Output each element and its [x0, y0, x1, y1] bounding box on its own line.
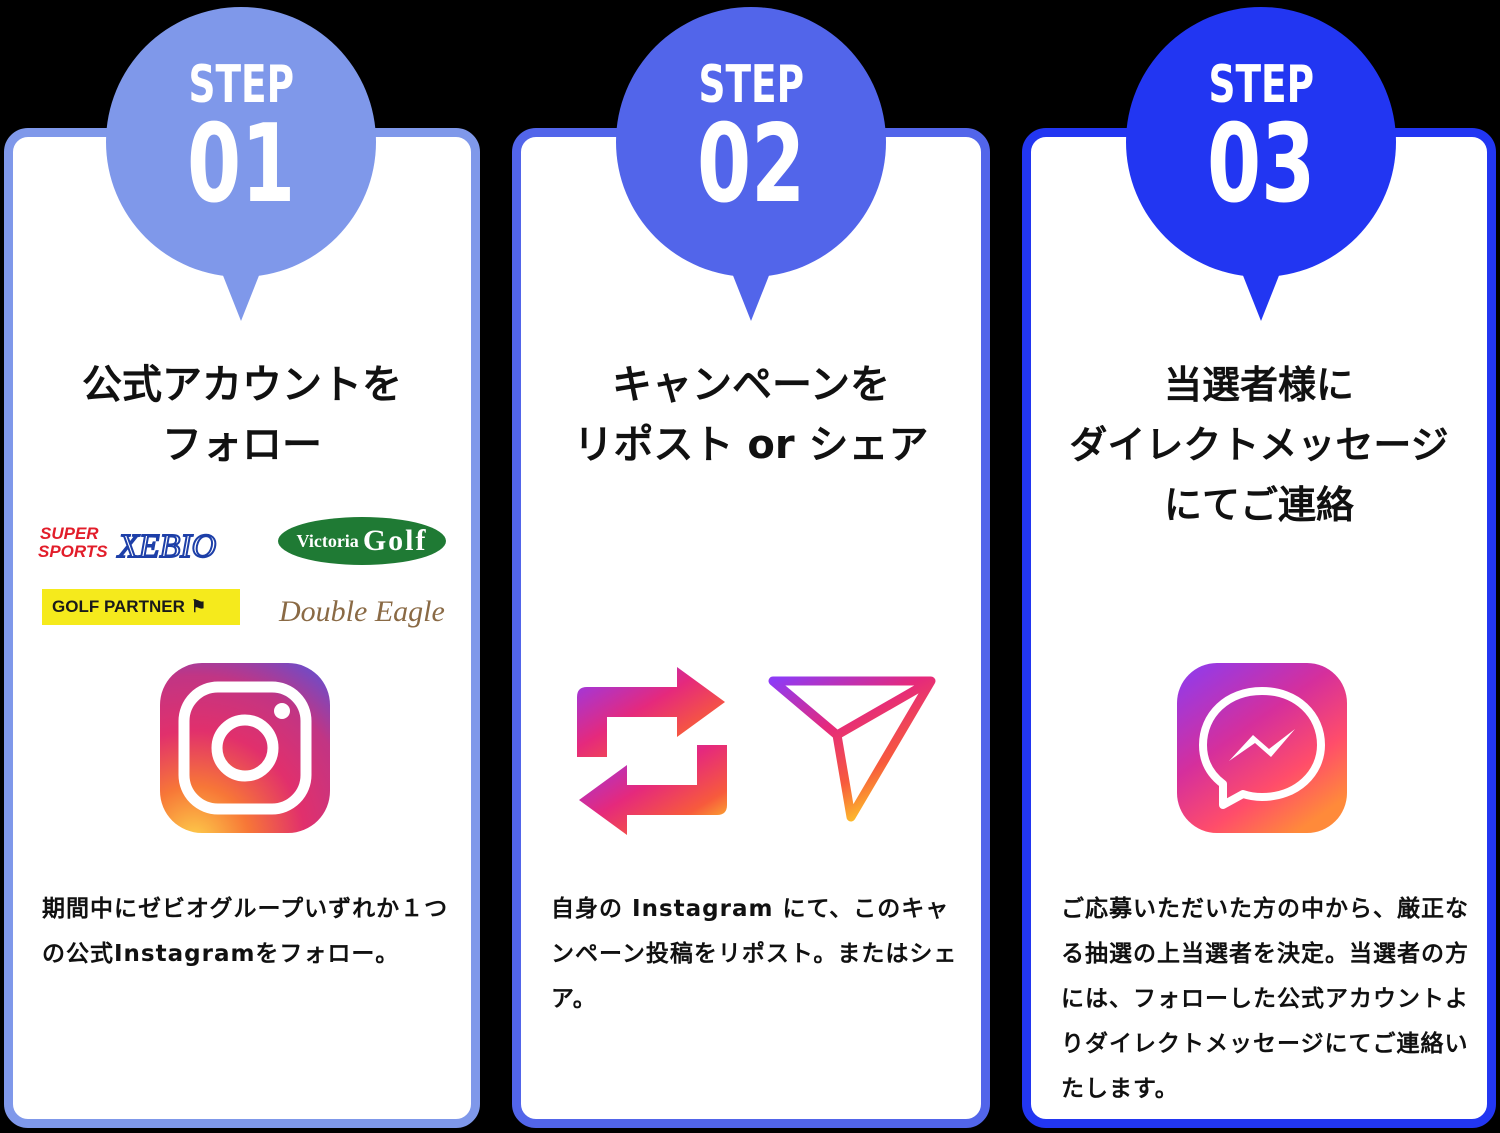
- xebio-logo: SUPER SPORTS XEBIO: [38, 524, 217, 563]
- step-3-heading: 当選者様に ダイレクトメッセージ にてご連絡: [1069, 363, 1449, 527]
- double-eagle-logo: Double Eagle: [279, 595, 445, 628]
- share-send-icon: [768, 676, 936, 822]
- instagram-icon: [160, 663, 330, 833]
- flag-icon: ⚑: [190, 597, 207, 616]
- repost-icon: [577, 667, 727, 835]
- step-3-body: ご応募いただいた方の中から、厳正なる抽選の上当選者を決定。当選者の方には、フォロ…: [1061, 896, 1469, 1102]
- step-1-heading: 公式アカウントを フォロー: [82, 362, 402, 468]
- golf-partner-logo: GOLF PARTNER ⚑: [42, 589, 240, 625]
- svg-text:SPORTS: SPORTS: [38, 542, 108, 561]
- victoria-golf-logo: Victoria Golf: [278, 517, 446, 565]
- step-2-badge: STEP 02: [616, 7, 886, 277]
- messenger-icon: [1177, 663, 1347, 833]
- step-2-body: 自身の Instagram にて、このキャンペーン投稿をリポスト。またはシェア。: [551, 896, 958, 1012]
- step-3-badge: STEP 03: [1126, 7, 1396, 277]
- step-2-heading: キャンペーンを リポスト or シェア: [573, 362, 929, 468]
- svg-text:SUPER: SUPER: [40, 524, 99, 543]
- step-1-badge: STEP 01: [106, 7, 376, 277]
- step-1-body: 期間中にゼビオグループいずれか１つの公式Instagramをフォロー。: [42, 896, 449, 967]
- svg-text:XEBIO: XEBIO: [116, 528, 216, 563]
